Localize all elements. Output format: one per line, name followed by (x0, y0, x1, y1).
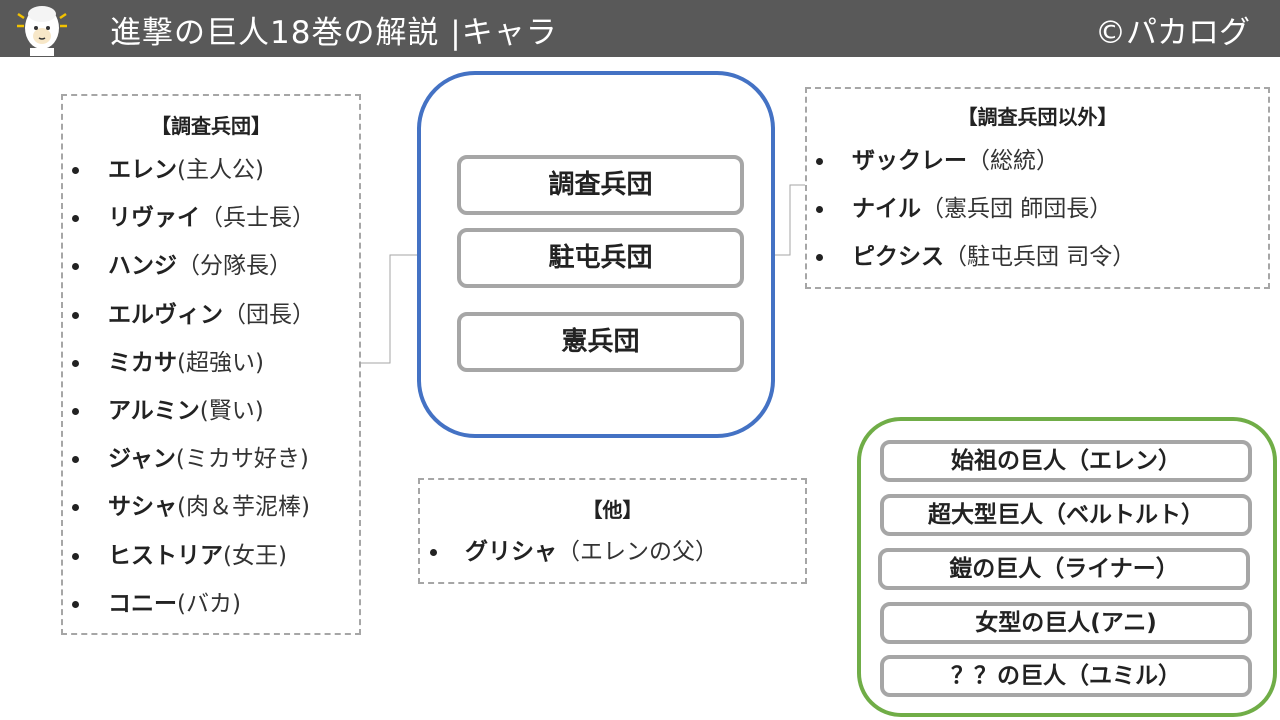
character-role: （団長） (223, 301, 315, 328)
corps-pill-military-police: 憲兵団 (457, 312, 744, 372)
bullet-icon (72, 215, 79, 223)
titan-pill-armored: 鎧の巨人（ライナー） (878, 548, 1250, 590)
survey-corps-box: 【調査兵団】 エレン(主人公) リヴァイ（兵士長） ハンジ（分隊長） エルヴィン… (61, 94, 361, 635)
character-role: (肉＆芋泥棒) (177, 494, 310, 521)
character-name: ナイル (852, 196, 921, 222)
bullet-icon (72, 359, 79, 367)
survey-corps-list: エレン(主人公) リヴァイ（兵士長） ハンジ（分隊長） エルヴィン（団長） ミカ… (63, 146, 359, 628)
list-item: ハンジ（分隊長） (63, 242, 359, 290)
character-name: コニー (108, 590, 177, 617)
bullet-icon (430, 549, 437, 556)
list-item: サシャ(肉＆芋泥棒) (63, 483, 359, 531)
bullet-icon (72, 552, 79, 560)
bullet-icon (816, 206, 823, 213)
others-heading: 【他】 (582, 498, 643, 522)
list-item: ヒストリア(女王) (63, 532, 359, 580)
bullet-icon (72, 407, 79, 415)
list-item: ナイル（憲兵団 師団長） (807, 185, 1268, 233)
bullet-icon (72, 456, 79, 464)
outside-survey-list: ザックレー（総統） ナイル（憲兵団 師団長） ピクシス（駐屯兵団 司令） (807, 137, 1268, 281)
bullet-icon (72, 311, 79, 319)
corps-pill-survey: 調査兵団 (457, 155, 744, 215)
character-name: ハンジ (108, 253, 177, 280)
character-role: (主人公) (177, 157, 264, 183)
list-item: エルヴィン（団長） (63, 291, 359, 339)
character-name: エレン (108, 157, 177, 183)
titan-pill-founding: 始祖の巨人（エレン） (880, 440, 1252, 482)
character-name: グリシャ (465, 539, 557, 565)
character-name: ヒストリア (108, 542, 223, 569)
others-list: グリシャ（エレンの父） (420, 530, 805, 574)
survey-corps-heading: 【調査兵団】 (151, 114, 271, 138)
list-item: アルミン(賢い) (63, 387, 359, 435)
character-role: (バカ) (177, 590, 241, 617)
character-name: ピクシス (852, 244, 944, 270)
bullet-icon (72, 600, 79, 608)
bullet-icon (816, 158, 823, 165)
character-name: ミカサ (108, 349, 177, 376)
bullet-icon (72, 263, 79, 271)
copyright-label: ©パカログ (1095, 15, 1250, 51)
others-box: 【他】 グリシャ（エレンの父） (418, 478, 807, 584)
corps-pill-garrison: 駐屯兵団 (457, 228, 744, 288)
list-item: エレン(主人公) (63, 146, 359, 194)
list-item: ザックレー（総統） (807, 137, 1268, 185)
character-role: (賢い) (199, 397, 264, 424)
outside-survey-box: 【調査兵団以外】 ザックレー（総統） ナイル（憲兵団 師団長） ピクシス（駐屯兵… (805, 87, 1270, 289)
list-item: ピクシス（駐屯兵団 司令） (807, 233, 1268, 281)
character-role: （総統） (967, 148, 1059, 174)
character-name: リヴァイ (108, 205, 200, 232)
bullet-icon (72, 167, 79, 174)
character-role: （エレンの父） (557, 539, 718, 565)
outside-survey-heading: 【調査兵団以外】 (957, 105, 1118, 129)
character-role: （駐屯兵団 司令） (944, 244, 1136, 270)
list-item: ジャン(ミカサ好き) (63, 435, 359, 483)
titan-pill-female: 女型の巨人(アニ) (880, 602, 1252, 644)
titan-pill-colossal: 超大型巨人（ベルトルト） (880, 494, 1252, 536)
character-role: (ミカサ好き) (175, 446, 309, 473)
list-item: コニー(バカ) (63, 580, 359, 628)
character-role: （分隊長） (177, 253, 292, 280)
character-role: （憲兵団 師団長） (921, 196, 1113, 222)
character-name: アルミン (108, 397, 200, 424)
bullet-icon (72, 504, 79, 512)
character-role: （兵士長） (200, 205, 315, 232)
character-name: エルヴィン (108, 301, 223, 328)
character-role: (超強い) (177, 349, 264, 376)
titan-pill-unknown: ？？の巨人（ユミル） (880, 655, 1252, 697)
list-item: ミカサ(超強い) (63, 339, 359, 387)
page-title: 進撃の巨人18巻の解説 |キャラ (110, 15, 558, 51)
alpaca-icon (17, 6, 67, 56)
character-name: ジャン (108, 446, 176, 473)
bullet-icon (816, 254, 823, 261)
header-bar: 進撃の巨人18巻の解説 |キャラ ©パカログ (0, 0, 1280, 57)
character-name: ザックレー (852, 148, 967, 174)
list-item: リヴァイ（兵士長） (63, 194, 359, 242)
list-item: グリシャ（エレンの父） (420, 530, 805, 574)
character-name: サシャ (108, 494, 177, 521)
character-role: (女王) (223, 542, 287, 569)
